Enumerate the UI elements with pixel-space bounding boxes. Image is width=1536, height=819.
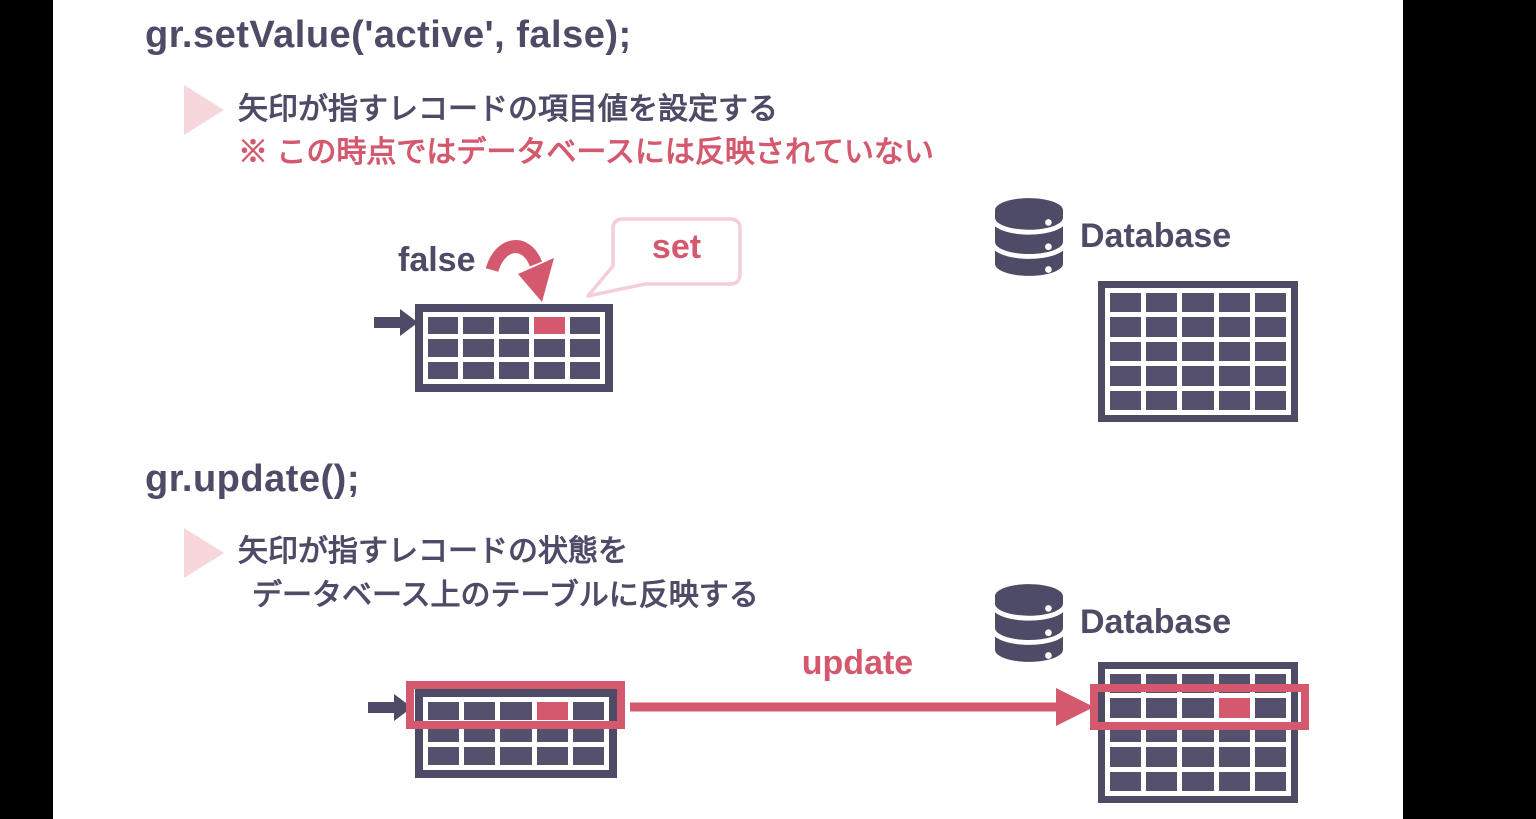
update-description-line2: データベース上のテーブルに反映する — [252, 579, 759, 612]
table-cell — [569, 361, 600, 379]
table-cell-highlighted — [1218, 698, 1250, 718]
letterbox-right — [1403, 0, 1536, 819]
table-cell — [1182, 390, 1214, 410]
bullet-triangle-icon — [184, 528, 224, 578]
table-cell-highlighted — [536, 702, 568, 720]
code-update: gr.update(); — [145, 458, 360, 500]
table-cell — [1254, 771, 1286, 791]
table-cell-highlighted — [534, 317, 565, 335]
code-setvalue: gr.setValue('active', false); — [145, 14, 632, 56]
letterbox-left — [0, 0, 53, 819]
table-cell — [464, 702, 496, 720]
table-cell — [1146, 747, 1178, 767]
table-cell — [1110, 317, 1142, 337]
database-icon — [995, 198, 1063, 276]
bullet-triangle-icon — [184, 85, 224, 135]
table-cell — [428, 702, 460, 720]
table-cell — [1254, 293, 1286, 313]
set-bubble-label: set — [651, 228, 702, 266]
table-cell — [1254, 341, 1286, 362]
table-cell — [1254, 317, 1286, 337]
table-cell — [1182, 771, 1214, 791]
table-cell — [500, 702, 532, 720]
table-cell — [1110, 771, 1142, 791]
table-cell — [1218, 341, 1250, 362]
table-cell — [1182, 698, 1214, 718]
table-cell — [500, 747, 532, 765]
table-cell — [1182, 366, 1214, 386]
table-cell — [463, 339, 494, 357]
table-cell — [428, 361, 459, 379]
table-cell — [1254, 366, 1286, 386]
table-cell — [1218, 293, 1250, 313]
table-cell — [428, 339, 459, 357]
table-cell — [534, 339, 565, 357]
table-cell — [1146, 293, 1178, 313]
table-cell — [572, 747, 604, 765]
table-cell — [1110, 293, 1142, 313]
table-cell — [1182, 317, 1214, 337]
table-cell — [1218, 771, 1250, 791]
table-cell — [463, 317, 494, 335]
table-cell — [1146, 698, 1178, 718]
setvalue-description: 矢印が指すレコードの項目値を設定する — [238, 93, 778, 126]
table-cell — [536, 747, 568, 765]
table-cell — [464, 724, 496, 743]
table-cell — [569, 339, 600, 357]
curved-arrow-icon — [485, 240, 554, 302]
table-cell — [1110, 366, 1142, 386]
table-cell — [1182, 341, 1214, 362]
table-cell — [1218, 390, 1250, 410]
table-cell — [572, 724, 604, 743]
table-cell — [572, 702, 604, 720]
table-cell — [428, 724, 460, 743]
table-cell — [536, 724, 568, 743]
table-cell — [569, 317, 600, 335]
table-cell — [428, 747, 460, 765]
database-label-update: Database — [1080, 603, 1232, 641]
table-cell — [498, 339, 530, 357]
table-cell — [498, 317, 530, 335]
table-cell — [1218, 747, 1250, 767]
record-table-set — [415, 304, 613, 392]
database-row-outline — [1090, 684, 1309, 730]
table-cell — [534, 361, 565, 379]
table-cell — [463, 361, 494, 379]
setvalue-note: ※ この時点ではデータベースには反映されていない — [238, 136, 934, 169]
table-cell — [1182, 293, 1214, 313]
table-cell — [1182, 747, 1214, 767]
false-value-label: false — [398, 241, 476, 279]
table-cell — [1110, 747, 1142, 767]
record-pointer-arrow-icon — [368, 694, 412, 721]
record-pointer-arrow-icon — [374, 309, 418, 336]
table-cell — [1254, 390, 1286, 410]
table-cell — [1110, 390, 1142, 410]
record-table-update — [415, 689, 617, 778]
update-arrow-icon — [630, 688, 1094, 726]
update-arrow-label: update — [801, 644, 914, 682]
table-cell — [1146, 341, 1178, 362]
set-speech-bubble — [586, 217, 742, 298]
table-cell — [1146, 317, 1178, 337]
table-cell — [1218, 366, 1250, 386]
database-label-set: Database — [1080, 217, 1232, 255]
table-cell — [1218, 317, 1250, 337]
record-row-outline — [406, 681, 625, 729]
database-icon — [995, 584, 1063, 662]
table-cell — [500, 724, 532, 743]
table-cell — [498, 361, 530, 379]
table-cell — [428, 317, 459, 335]
table-cell — [1146, 366, 1178, 386]
table-cell — [1254, 698, 1286, 718]
update-description-line1: 矢印が指すレコードの状態を — [238, 535, 628, 568]
table-cell — [464, 747, 496, 765]
table-cell — [1110, 341, 1142, 362]
table-cell — [1146, 390, 1178, 410]
table-cell — [1146, 771, 1178, 791]
database-table-set — [1098, 281, 1298, 422]
table-cell — [1254, 747, 1286, 767]
table-cell — [1110, 698, 1142, 718]
